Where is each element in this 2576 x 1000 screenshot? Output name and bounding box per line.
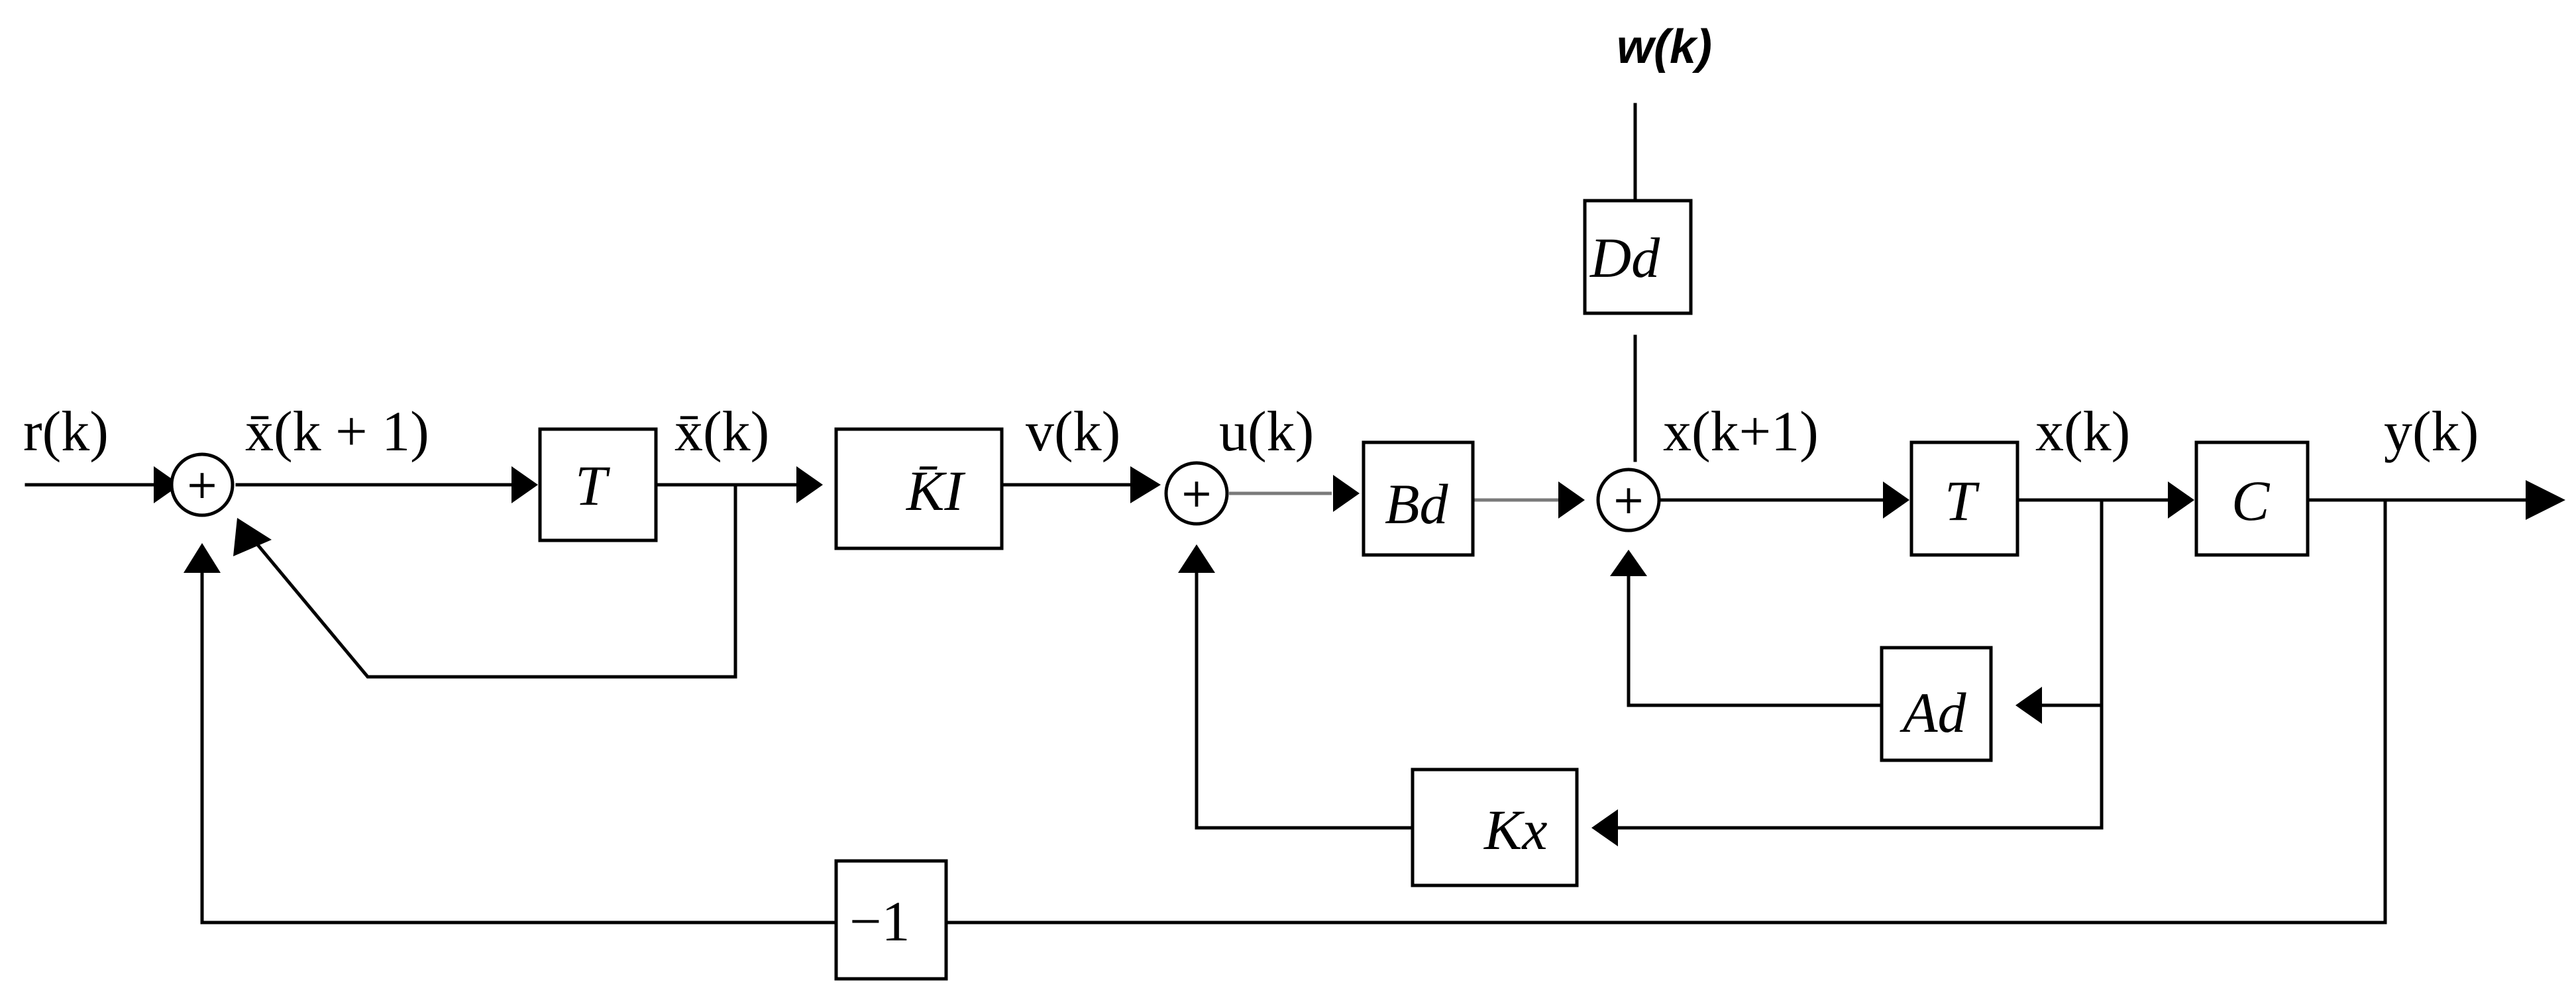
block-t2: T xyxy=(1909,440,2019,557)
block-dd-label: Dd xyxy=(1589,226,1660,289)
arrowheads xyxy=(154,466,2565,846)
arrowhead-into-ad xyxy=(2015,687,2042,724)
signal-label-xbar: x̄(k) xyxy=(674,399,769,463)
block-ad-label: Ad xyxy=(1900,681,1967,744)
summing-junction-2: + xyxy=(1164,461,1229,526)
signal-label-x: x(k) xyxy=(2035,399,2130,463)
arrowhead-into-bd xyxy=(1333,475,1360,512)
wire-x-to-ad xyxy=(2039,498,2104,707)
wire-y-to-neg xyxy=(945,498,2387,925)
block-neg-gain: −1 xyxy=(834,859,948,981)
wire-x-to-kx xyxy=(1615,703,2104,830)
arrowhead-into-summer2 xyxy=(1130,466,1161,503)
arrowhead-into-t2 xyxy=(1883,481,1909,519)
block-ki-label: K̄I xyxy=(905,459,965,523)
signal-label-xbar-next: x̄(k + 1) xyxy=(245,399,429,463)
block-bd: Bd xyxy=(1362,440,1475,557)
arrowhead-ad-to-summer3 xyxy=(1610,550,1647,576)
arrowhead-output-y xyxy=(2526,480,2565,520)
signal-labels: r(k) x̄(k + 1) x̄(k) v(k) u(k) w(k) x(k+… xyxy=(23,21,2479,463)
summing-junction-1: + xyxy=(170,452,235,517)
signal-label-y: y(k) xyxy=(2384,399,2479,463)
block-t2-label: T xyxy=(1945,469,1980,532)
arrowhead-neg-to-summer1 xyxy=(184,543,221,573)
arrowhead-into-c xyxy=(2168,481,2194,519)
block-kx: Kx xyxy=(1411,768,1579,887)
block-neg-gain-label: −1 xyxy=(849,889,910,953)
block-t1-label: T xyxy=(575,454,610,517)
signal-label-r: r(k) xyxy=(23,399,109,463)
arrowhead-kx-to-summer2 xyxy=(1178,544,1215,573)
arrowhead-into-summer1 xyxy=(154,466,180,503)
summing-junction-3: + xyxy=(1596,468,1661,532)
arrowhead-into-ki xyxy=(796,466,823,503)
arrowhead-xbar-feedback xyxy=(233,518,272,556)
block-c: C xyxy=(2194,440,2310,557)
block-dd: Dd xyxy=(1583,199,1693,315)
wire-neg-to-summer1 xyxy=(200,571,837,925)
signal-label-v: v(k) xyxy=(1026,399,1120,463)
block-bd-label: Bd xyxy=(1385,472,1449,536)
block-t1: T xyxy=(538,427,658,542)
summer-sign: + xyxy=(1180,470,1213,517)
signal-label-w: w(k) xyxy=(1617,21,1712,74)
wire-xbar-feedback xyxy=(252,483,737,679)
block-kx-label: Kx xyxy=(1483,798,1548,862)
wire-kx-to-summer2 xyxy=(1195,571,1413,830)
summer-sign: + xyxy=(186,462,219,508)
block-ad: Ad xyxy=(1880,646,1993,762)
wire-ad-to-summer3 xyxy=(1627,574,1882,707)
block-c-label: C xyxy=(2231,469,2271,532)
signal-label-u: u(k) xyxy=(1219,399,1314,463)
summer-sign: + xyxy=(1612,477,1645,523)
block-ki: K̄I xyxy=(834,427,1004,550)
arrowhead-into-t1 xyxy=(511,466,538,503)
wires xyxy=(25,103,2526,925)
signal-label-x-next: x(k+1) xyxy=(1663,399,1819,463)
arrowhead-into-summer3 xyxy=(1558,481,1585,519)
arrowhead-into-kx xyxy=(1591,809,1618,846)
